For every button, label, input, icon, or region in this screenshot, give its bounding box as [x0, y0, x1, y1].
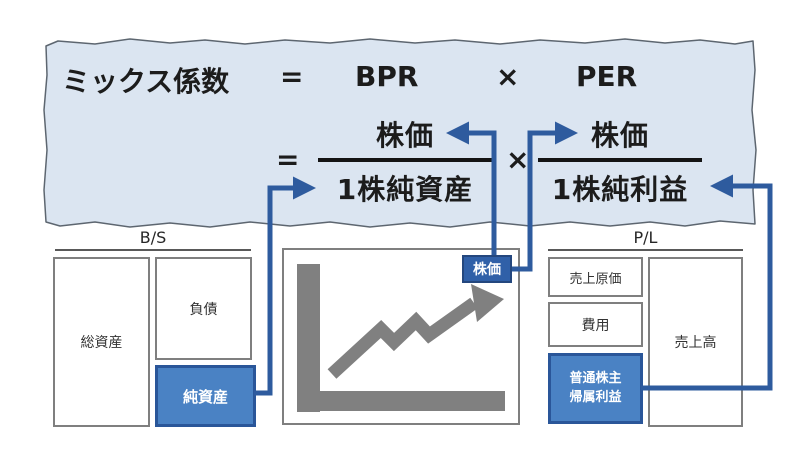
pl-expenses-box: 費用 [548, 302, 643, 347]
equals-sign-1: = [280, 60, 304, 93]
fraction1-numerator: 株価 [375, 119, 434, 152]
bpr-term: BPR [355, 60, 419, 93]
pl-profit-label-line1: 普通株主 [569, 370, 622, 386]
bs-title: B/S [139, 228, 167, 247]
pl-sales-box: 売上高 [648, 257, 743, 427]
pl-sales-label: 売上高 [674, 335, 717, 351]
bs-total-assets-label: 総資産 [80, 335, 123, 351]
bs-net-assets-label: 純資産 [182, 387, 228, 406]
fraction2-denominator: 1株純利益 [551, 173, 689, 206]
pl-cost-of-sales-box: 売上原価 [548, 257, 643, 297]
fraction1-denominator: 1株純資産 [336, 173, 474, 206]
times-sign-1: × [496, 60, 520, 93]
fraction2-numerator: 株価 [590, 119, 649, 152]
bs-total-assets-box: 総資産 [53, 257, 150, 427]
stock-price-tag-label: 株価 [473, 262, 501, 278]
pl-title-rule [548, 249, 743, 251]
fraction1-bar [318, 158, 492, 162]
pl-common-shareholder-profit-box: 普通株主 帰属利益 [548, 353, 643, 424]
pl-expenses-label: 費用 [581, 317, 610, 334]
bs-net-assets-box: 純資産 [155, 365, 256, 427]
pl-cost-of-sales-label: 売上原価 [569, 271, 622, 287]
bs-title-rule [55, 249, 251, 251]
bs-liabilities-box: 負債 [155, 257, 252, 360]
times-sign-2: × [506, 143, 530, 176]
per-term: PER [576, 60, 638, 93]
pl-profit-label-line2: 帰属利益 [569, 389, 622, 405]
stock-price-tag: 株価 [462, 255, 512, 283]
pl-title: P/L [633, 228, 658, 247]
fraction2-bar [538, 158, 702, 162]
equals-sign-2: = [276, 143, 300, 176]
bs-liabilities-label: 負債 [189, 301, 218, 318]
formula-title: ミックス係数 [62, 65, 230, 98]
